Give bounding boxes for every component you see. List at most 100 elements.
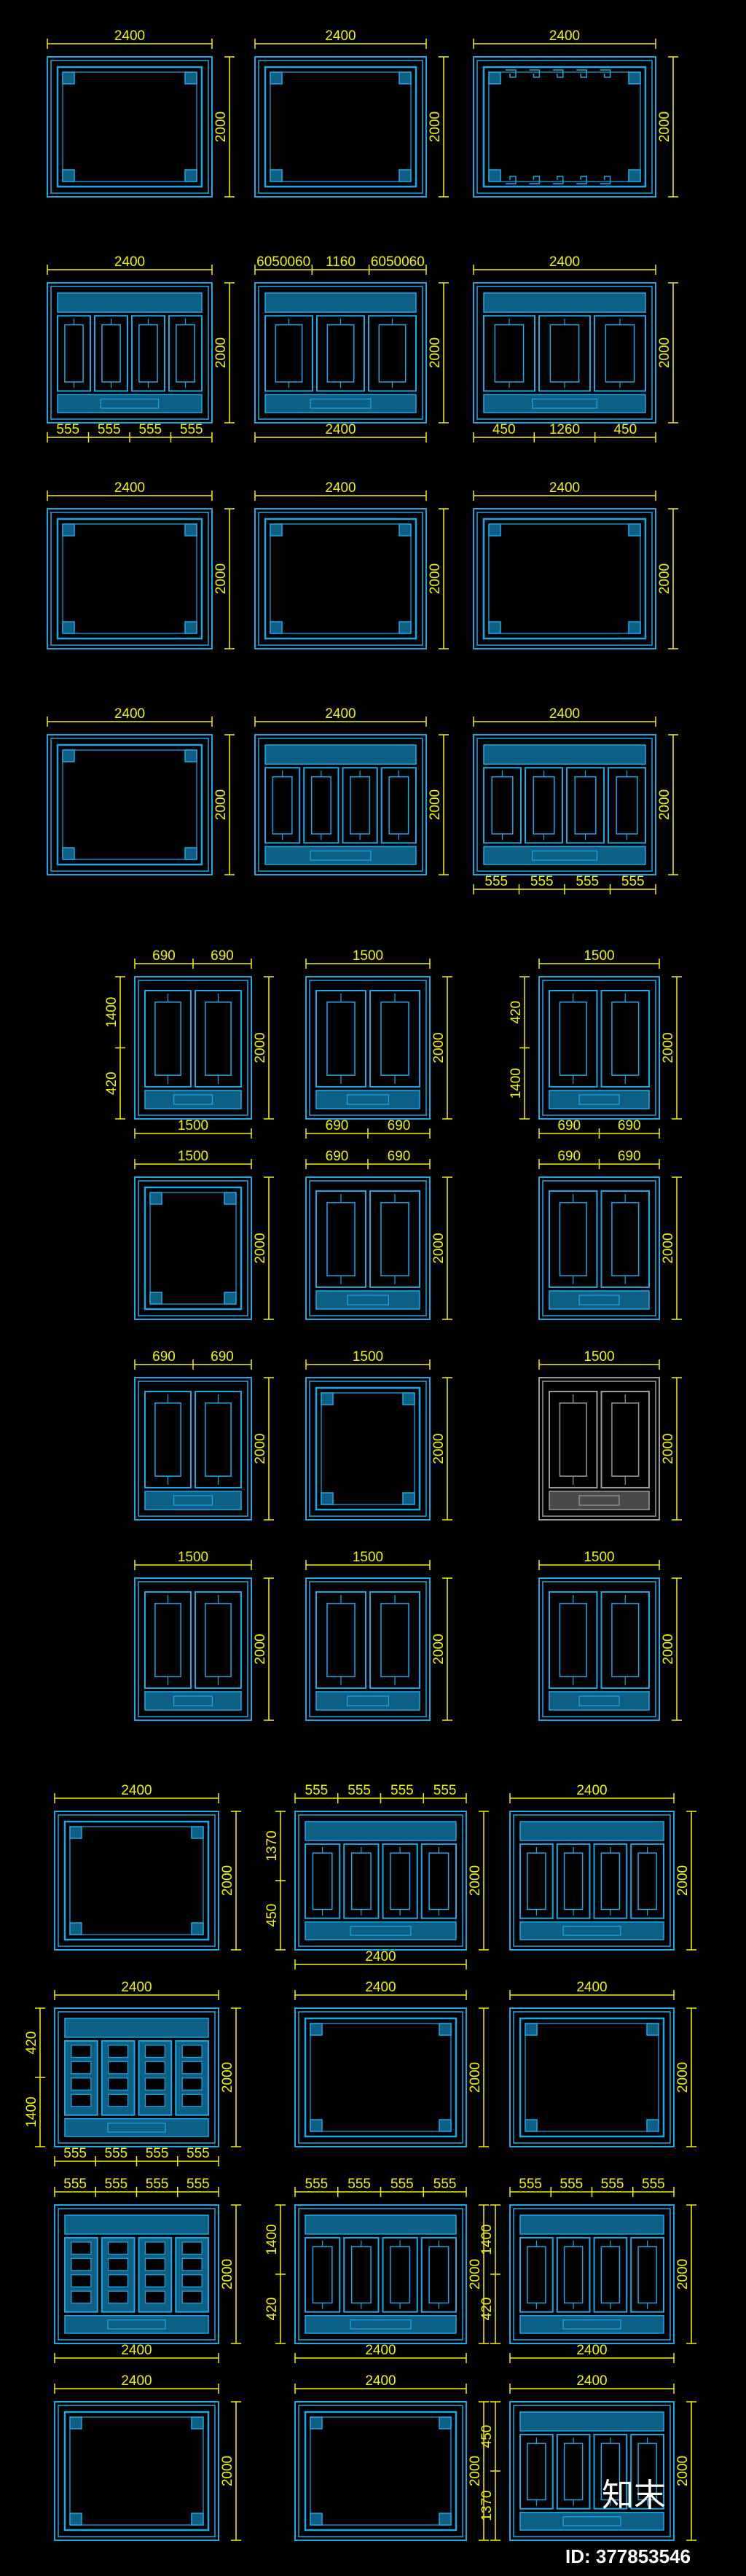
panel [519,1843,554,1919]
panel [420,1843,457,1919]
head-band [264,744,417,765]
corner-ornament [439,2023,452,2036]
dimension-label: 2000 [253,1233,268,1263]
fret-motif [576,69,587,78]
panel [519,2236,554,2313]
dimension-label: 2000 [220,2062,235,2093]
frame-rail [513,1814,671,1947]
inner-border-line [525,2023,659,2132]
frame-rail [58,2011,216,2144]
dimension-label: 2000 [220,2456,235,2486]
corner-ornament [310,2416,323,2429]
panel [566,767,605,844]
frame-outer [47,734,213,875]
dimension-label: 2000 [657,337,672,368]
frame-outer [47,282,213,424]
corner-ornament [525,2023,538,2036]
corner-ornament [224,1192,237,1205]
lattice-cell [108,2257,129,2271]
fret-motif [506,176,517,184]
panel [343,2236,380,2313]
dimension-label: 1400 [104,997,119,1028]
dimension-label: 555 [348,1783,371,1798]
panel [630,2433,664,2510]
panel [593,2433,628,2510]
foot-medallion [578,1295,620,1305]
corner-ornament [439,2416,452,2429]
foot-band [64,2314,209,2334]
dimension-label: 2000 [468,2456,483,2486]
corner-ornament [191,2513,204,2526]
panel [600,990,650,1088]
inner-border [264,66,417,188]
dimension-label: 2000 [675,2456,691,2486]
frame-rail [513,2405,671,2537]
corner-ornament [439,2119,452,2132]
panel [382,2236,418,2313]
panel [195,990,242,1088]
panel [305,1843,341,1919]
frame-rail [138,980,248,1116]
foot-band [549,1090,650,1109]
inner-border-line [69,1826,204,1935]
frame-rail [50,512,209,646]
corner-ornament [398,169,412,182]
head-band [483,744,646,765]
dimension-label: 2400 [114,706,145,722]
inner-border [482,518,647,640]
corner-ornament [646,2023,659,2036]
corner-ornament [149,1292,162,1305]
corner-ornament [439,2513,452,2526]
frame-rail [542,1381,656,1517]
dimension-label: 1370 [479,2490,495,2521]
panel [630,1843,664,1919]
inner-border [304,2017,458,2138]
frame-outer [473,56,656,198]
panel [316,315,365,392]
foot-medallion [350,2319,412,2330]
dimension-label: 555 [621,874,645,889]
frame-rail [542,1180,656,1316]
head-band [519,2411,664,2432]
dimension-label: 1500 [584,1550,614,1565]
corner-ornament [628,71,641,85]
fret-motif [576,176,587,184]
dimension-label: 555 [105,2146,128,2161]
dimension-label: 2000 [428,112,443,142]
foot-band [549,1491,650,1510]
foot-band [519,2511,664,2531]
lattice-cell [108,2290,129,2304]
dimension-label: 2400 [365,1980,396,1995]
dimension-label: 690 [388,1118,411,1133]
dimension-label: 2000 [431,1634,447,1664]
corner-ornament [69,1922,82,1935]
lattice-cell [71,2045,92,2058]
dimension-label: 2400 [576,2373,607,2389]
frame-rail [476,60,653,194]
dimension-label: 690 [152,948,176,964]
panel [369,990,420,1088]
frame-rail [50,286,209,420]
dimension-label: 1500 [178,1118,208,1133]
site-logo: 知末 [602,2477,666,2514]
foot-medallion [562,1926,621,1936]
corner-ornament [321,1392,334,1405]
lattice-cell [71,2077,92,2091]
inner-border [315,1386,421,1511]
panel [630,2236,664,2313]
dimension-label: 1260 [549,422,580,437]
foot-medallion [107,2123,166,2133]
corner-ornament [62,621,75,634]
dimension-label: 555 [186,2177,210,2192]
